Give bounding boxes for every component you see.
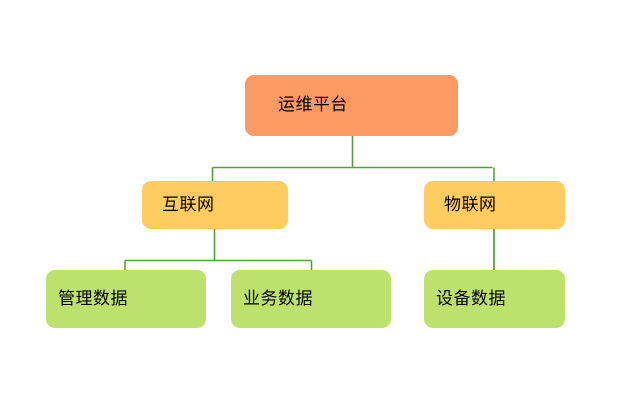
node-iot[interactable]: 物联网 [424,181,565,229]
node-manage-data[interactable]: 管理数据 [46,270,206,328]
node-internet[interactable]: 互联网 [142,181,288,229]
node-label: 互联网 [162,194,215,215]
node-label: 物联网 [444,194,497,215]
node-root-operations-platform[interactable]: 运维平台 [245,75,458,136]
node-business-data[interactable]: 业务数据 [231,270,391,328]
node-label: 管理数据 [58,288,128,309]
node-label: 运维平台 [278,95,348,116]
edge-internet-to-level3 [124,229,313,270]
node-device-data[interactable]: 设备数据 [424,270,565,328]
edge-root-to-level2 [211,136,495,181]
node-label: 业务数据 [243,288,313,309]
node-label: 设备数据 [436,288,506,309]
